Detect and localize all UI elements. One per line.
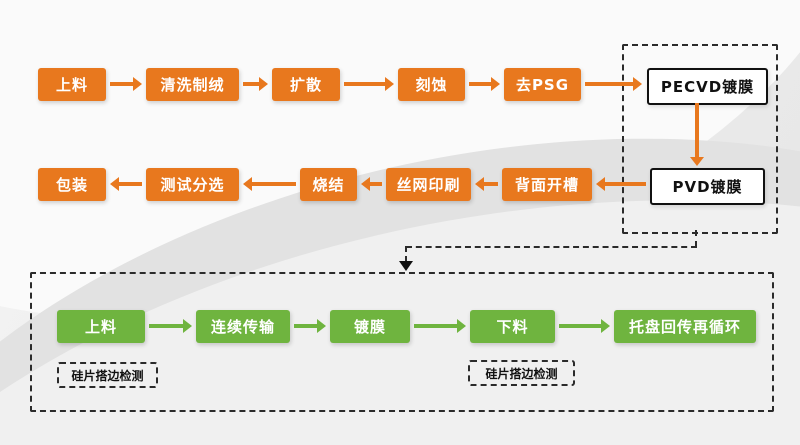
arrow-down-icon xyxy=(695,103,699,157)
wafer-edge-detection-label: 硅片搭边检测 xyxy=(468,360,575,386)
arrow-right-icon xyxy=(243,82,259,86)
node-test-sorting: 测试分选 xyxy=(146,168,239,201)
node-pecvd-coating: PECVD镀膜 xyxy=(647,68,768,105)
arrow-left-icon xyxy=(370,182,382,186)
node-psg-removal: 去PSG xyxy=(504,68,581,101)
dashed-connector-line xyxy=(405,246,407,262)
node-loading: 上料 xyxy=(38,68,106,101)
node-pvd-coating: PVD镀膜 xyxy=(650,168,765,205)
arrow-right-icon xyxy=(110,82,133,86)
node-unloading: 下料 xyxy=(470,310,555,343)
pecvd-pvd-dashed-group xyxy=(622,44,778,234)
arrow-right-icon xyxy=(414,324,457,328)
wafer-edge-detection-label: 硅片搭边检测 xyxy=(57,362,158,388)
node-cleaning-texturing: 清洗制绒 xyxy=(146,68,239,101)
node-line-loading: 上料 xyxy=(57,310,145,343)
coating-line-dashed-group xyxy=(30,272,774,412)
dashed-connector-line xyxy=(695,230,697,247)
arrow-right-icon xyxy=(149,324,183,328)
arrow-down-icon xyxy=(399,261,413,271)
node-packaging: 包装 xyxy=(38,168,106,201)
node-screen-printing: 丝网印刷 xyxy=(386,168,471,201)
node-sintering: 烧结 xyxy=(300,168,357,201)
arrow-left-icon xyxy=(252,182,296,186)
arrow-left-icon xyxy=(605,182,646,186)
arrow-left-icon xyxy=(119,182,142,186)
dashed-connector-line xyxy=(406,246,697,248)
node-diffusion: 扩散 xyxy=(272,68,340,101)
arrow-left-icon xyxy=(484,182,498,186)
arrow-right-icon xyxy=(344,82,385,86)
node-etching: 刻蚀 xyxy=(398,68,465,101)
node-continuous-transfer: 连续传输 xyxy=(196,310,290,343)
node-coating: 镀膜 xyxy=(330,310,410,343)
arrow-right-icon xyxy=(559,324,601,328)
node-tray-return-recycle: 托盘回传再循环 xyxy=(614,310,756,343)
arrow-right-icon xyxy=(469,82,491,86)
arrow-right-icon xyxy=(294,324,317,328)
node-back-grooving: 背面开槽 xyxy=(502,168,592,201)
arrow-right-icon xyxy=(585,82,633,86)
